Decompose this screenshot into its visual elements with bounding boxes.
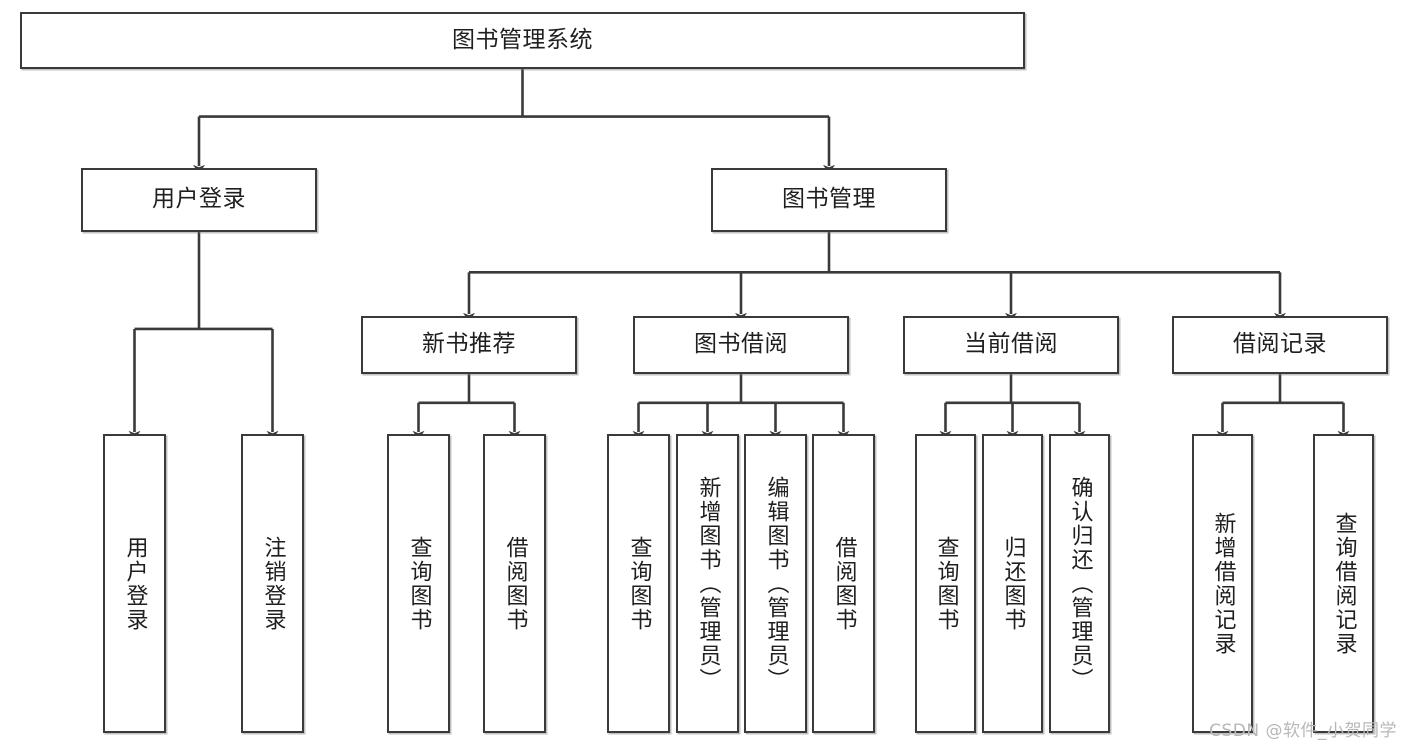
node-leaf-nb-borrow[interactable]: 借阅图书 bbox=[483, 434, 546, 733]
edge-paths bbox=[128, 69, 1350, 440]
node-label: 用户登录 bbox=[152, 186, 246, 213]
node-label: 借阅图书 bbox=[831, 535, 857, 632]
node-leaf-bw-add[interactable]: 新增图书（管理员） bbox=[676, 434, 739, 733]
node-borrow[interactable]: 图书借阅 bbox=[633, 316, 849, 374]
node-leaf-logout[interactable]: 注销登录 bbox=[241, 434, 304, 733]
node-leaf-bw-edit[interactable]: 编辑图书（管理员） bbox=[744, 434, 807, 733]
node-leaf-cur-confirm[interactable]: 确认归还（管理员） bbox=[1049, 434, 1110, 733]
node-newbook[interactable]: 新书推荐 bbox=[361, 316, 577, 374]
node-current[interactable]: 当前借阅 bbox=[903, 316, 1119, 374]
node-label: 借阅记录 bbox=[1233, 331, 1327, 358]
node-leaf-rec-add[interactable]: 新增借阅记录 bbox=[1192, 434, 1253, 733]
node-records[interactable]: 借阅记录 bbox=[1172, 316, 1388, 374]
node-label: 图书管理系统 bbox=[452, 26, 593, 53]
node-label: 借阅图书 bbox=[502, 535, 528, 632]
node-label: 当前借阅 bbox=[964, 331, 1058, 358]
node-leaf-cur-query[interactable]: 查询图书 bbox=[915, 434, 976, 733]
node-label: 图书借阅 bbox=[694, 331, 788, 358]
node-label: 图书管理 bbox=[782, 186, 876, 213]
node-label: 确认归还（管理员） bbox=[1067, 475, 1093, 692]
node-label: 查询借阅记录 bbox=[1331, 511, 1357, 656]
node-leaf-cur-return[interactable]: 归还图书 bbox=[982, 434, 1043, 733]
node-leaf-nb-query[interactable]: 查询图书 bbox=[387, 434, 450, 733]
node-leaf-rec-query[interactable]: 查询借阅记录 bbox=[1313, 434, 1374, 733]
node-label: 新增借阅记录 bbox=[1210, 511, 1236, 656]
node-label: 归还图书 bbox=[1000, 535, 1026, 632]
node-root[interactable]: 图书管理系统 bbox=[20, 12, 1025, 69]
node-leaf-user-login[interactable]: 用户登录 bbox=[103, 434, 166, 733]
node-leaf-bw-query[interactable]: 查询图书 bbox=[607, 434, 670, 733]
node-label: 注销登录 bbox=[260, 535, 286, 632]
node-label: 查询图书 bbox=[626, 535, 652, 632]
node-label: 新增图书（管理员） bbox=[695, 475, 721, 692]
node-label: 查询图书 bbox=[406, 535, 432, 632]
node-bookmgmt[interactable]: 图书管理 bbox=[711, 168, 947, 232]
node-label: 新书推荐 bbox=[422, 331, 516, 358]
node-leaf-bw-borrow[interactable]: 借阅图书 bbox=[812, 434, 875, 733]
node-label: 用户登录 bbox=[122, 535, 148, 632]
node-login[interactable]: 用户登录 bbox=[81, 168, 317, 232]
watermark: CSDN @软件_小贺同学 bbox=[1209, 721, 1397, 741]
node-label: 查询图书 bbox=[933, 535, 959, 632]
node-label: 编辑图书（管理员） bbox=[763, 475, 789, 692]
